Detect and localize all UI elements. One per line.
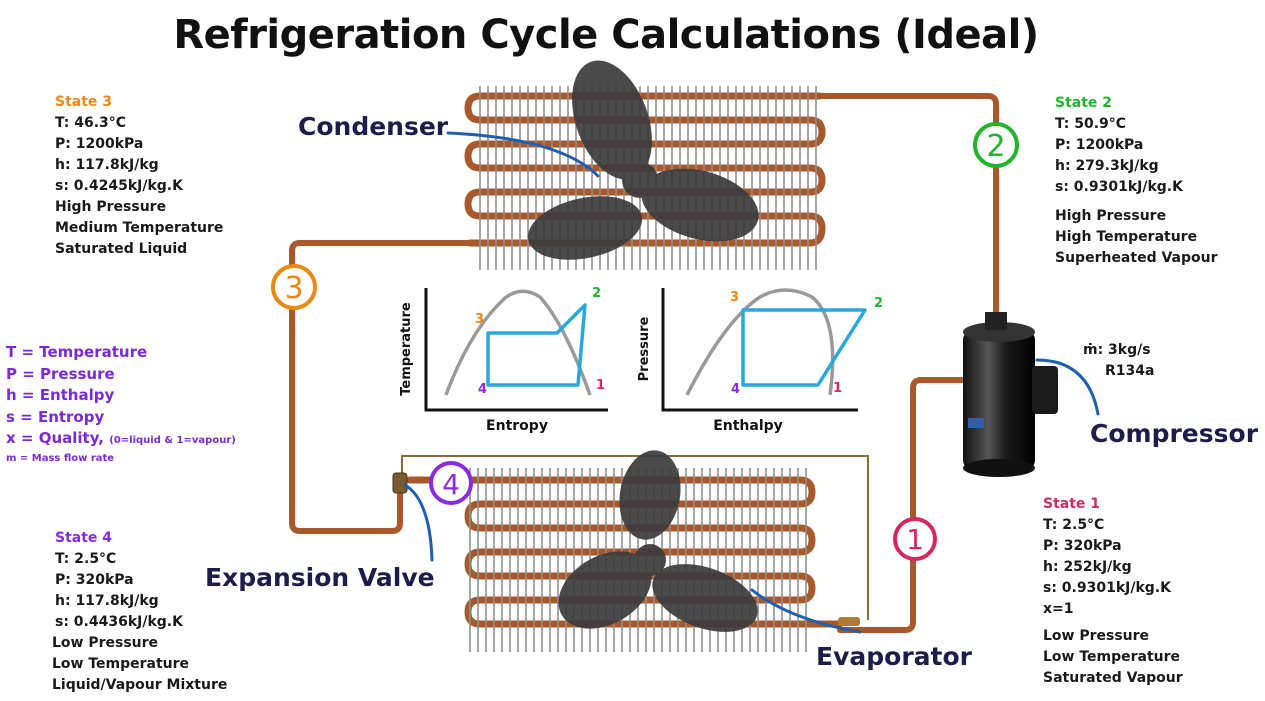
legend-enthalpy: h = Enthalpy (6, 386, 115, 404)
ts-diagram: Temperature Entropy 1 2 3 4 (399, 286, 608, 434)
state-marker-1: 1 (893, 517, 937, 561)
state-3-panel: State 3 T: 46.3°C P: 1200kPa h: 117.8kJ/… (55, 92, 223, 260)
ts-axes (424, 288, 608, 412)
state-3-desc-2: Medium Temperature (55, 220, 224, 236)
ts-point-1: 1 (596, 378, 605, 393)
state-2-title: State 2 (1055, 95, 1113, 111)
condenser-pointer (446, 131, 600, 178)
state-4-desc-3: Liquid/Vapour Mixture (52, 677, 228, 693)
svg-text:3: 3 (284, 271, 303, 306)
state-4-title: State 4 (55, 530, 113, 546)
evaporator-fan-icon (558, 450, 758, 632)
state-3-desc-1: High Pressure (55, 199, 167, 215)
expansion-valve-pointer (403, 483, 434, 562)
state-1-pressure: P: 320kPa (1043, 538, 1122, 554)
ph-xlabel: Enthalpy (713, 418, 783, 434)
state-2-desc-2: High Temperature (1055, 229, 1198, 245)
expansion-valve-icon (392, 472, 408, 494)
state-1-title: State 1 (1043, 496, 1101, 512)
condenser-fan-icon (527, 60, 759, 260)
state-4-entropy: s: 0.4436kJ/kg.K (55, 614, 183, 630)
compressor-label: Compressor (1090, 419, 1259, 448)
state-1-desc-2: Low Temperature (1043, 649, 1181, 665)
state-4-enthalpy: h: 117.8kJ/kg (55, 593, 159, 609)
evaporator-outlet-fitting (838, 617, 860, 626)
legend-pressure: P = Pressure (6, 364, 115, 383)
state-4-temperature: T: 2.5°C (55, 551, 117, 567)
compressor-icon (963, 312, 1058, 477)
state-1-panel: State 1 T: 2.5°C P: 320kPa h: 252kJ/kg s… (1043, 494, 1183, 689)
legend-quality: x = Quality, (6, 429, 105, 447)
state-4-panel: State 4 T: 2.5°C P: 320kPa h: 117.8kJ/kg… (52, 528, 227, 696)
ts-xlabel: Entropy (486, 418, 548, 434)
state-marker-3: 3 (271, 264, 317, 310)
state-3-desc-3: Saturated Liquid (55, 241, 188, 257)
state-1-enthalpy: h: 252kJ/kg (1043, 559, 1132, 575)
state-3-entropy: s: 0.4245kJ/kg.K (55, 178, 183, 194)
evaporator-pointer (750, 588, 862, 634)
svg-text:2: 2 (986, 129, 1005, 164)
svg-text:4: 4 (442, 468, 460, 501)
evaporator-coil (406, 450, 860, 652)
state-marker-4: 4 (429, 461, 473, 505)
ts-point-3: 3 (475, 312, 484, 327)
state-marker-2: 2 (973, 122, 1019, 168)
ph-diagram: Pressure Enthalpy 1 2 3 4 (637, 288, 883, 434)
ph-saturation-dome (685, 288, 835, 396)
state-2-desc-3: Superheated Vapour (1055, 250, 1218, 266)
state-2-pressure: P: 1200kPa (1055, 137, 1144, 153)
ph-point-3: 3 (730, 290, 739, 305)
state-4-desc-2: Low Temperature (52, 656, 190, 672)
state-3-temperature: T: 46.3°C (55, 115, 127, 131)
state-3-pressure: P: 1200kPa (55, 136, 144, 152)
state-2-enthalpy: h: 279.3kJ/kg (1055, 158, 1159, 174)
state-1-temperature: T: 2.5°C (1043, 517, 1105, 533)
page-title: Refrigeration Cycle Calculations (Ideal) (173, 12, 1039, 58)
state-2-entropy: s: 0.9301kJ/kg.K (1055, 179, 1183, 195)
state-4-pressure: P: 320kPa (55, 572, 134, 588)
mass-flow-rate: ṁ: 3kg/s (1083, 342, 1151, 358)
state-1-entropy: s: 0.9301kJ/kg.K (1043, 580, 1171, 596)
expansion-valve-label: Expansion Valve (205, 563, 435, 592)
legend-temperature: T = Temperature (6, 343, 148, 361)
ts-point-2: 2 (592, 286, 601, 301)
ph-cycle-path (741, 308, 867, 387)
legend-mass-flow: m = Mass flow rate (6, 452, 115, 464)
state-2-panel: State 2 T: 50.9°C P: 1200kPa h: 279.3kJ/… (1055, 93, 1218, 269)
refrigerant-piping (289, 93, 999, 633)
state-2-desc-1: High Pressure (1055, 208, 1167, 224)
ph-axes (661, 288, 858, 412)
ts-ylabel: Temperature (399, 302, 414, 396)
state-3-enthalpy: h: 117.8kJ/kg (55, 157, 159, 173)
symbol-legend: T = Temperature P = Pressure h = Enthalp… (6, 342, 236, 466)
ph-point-4: 4 (731, 382, 740, 397)
svg-text:1: 1 (906, 523, 924, 556)
ts-saturation-dome (444, 289, 592, 396)
ph-point-2: 2 (874, 296, 883, 311)
state-1-desc-3: Saturated Vapour (1043, 670, 1183, 686)
legend-quality-note: (0=liquid & 1=vapour) (109, 435, 236, 446)
state-2-temperature: T: 50.9°C (1055, 116, 1127, 132)
condenser-label: Condenser (298, 112, 449, 141)
mass-flow-info: ṁ: 3kg/s R134a (1083, 340, 1154, 382)
ph-ylabel: Pressure (637, 316, 652, 381)
refrigerant-name: R134a (1105, 363, 1155, 379)
condenser-coil (464, 60, 826, 270)
compressor-pointer (1035, 358, 1100, 416)
state-4-desc-1: Low Pressure (52, 635, 159, 651)
ph-point-1: 1 (833, 381, 842, 396)
state-1-desc-1: Low Pressure (1043, 628, 1150, 644)
ts-point-4: 4 (478, 382, 487, 397)
state-1-quality: x=1 (1043, 601, 1074, 617)
state-3-title: State 3 (55, 94, 113, 110)
ts-cycle-path (486, 303, 587, 387)
capillary-line (401, 455, 869, 620)
evaporator-label: Evaporator (816, 642, 972, 671)
legend-entropy: s = Entropy (6, 407, 105, 426)
